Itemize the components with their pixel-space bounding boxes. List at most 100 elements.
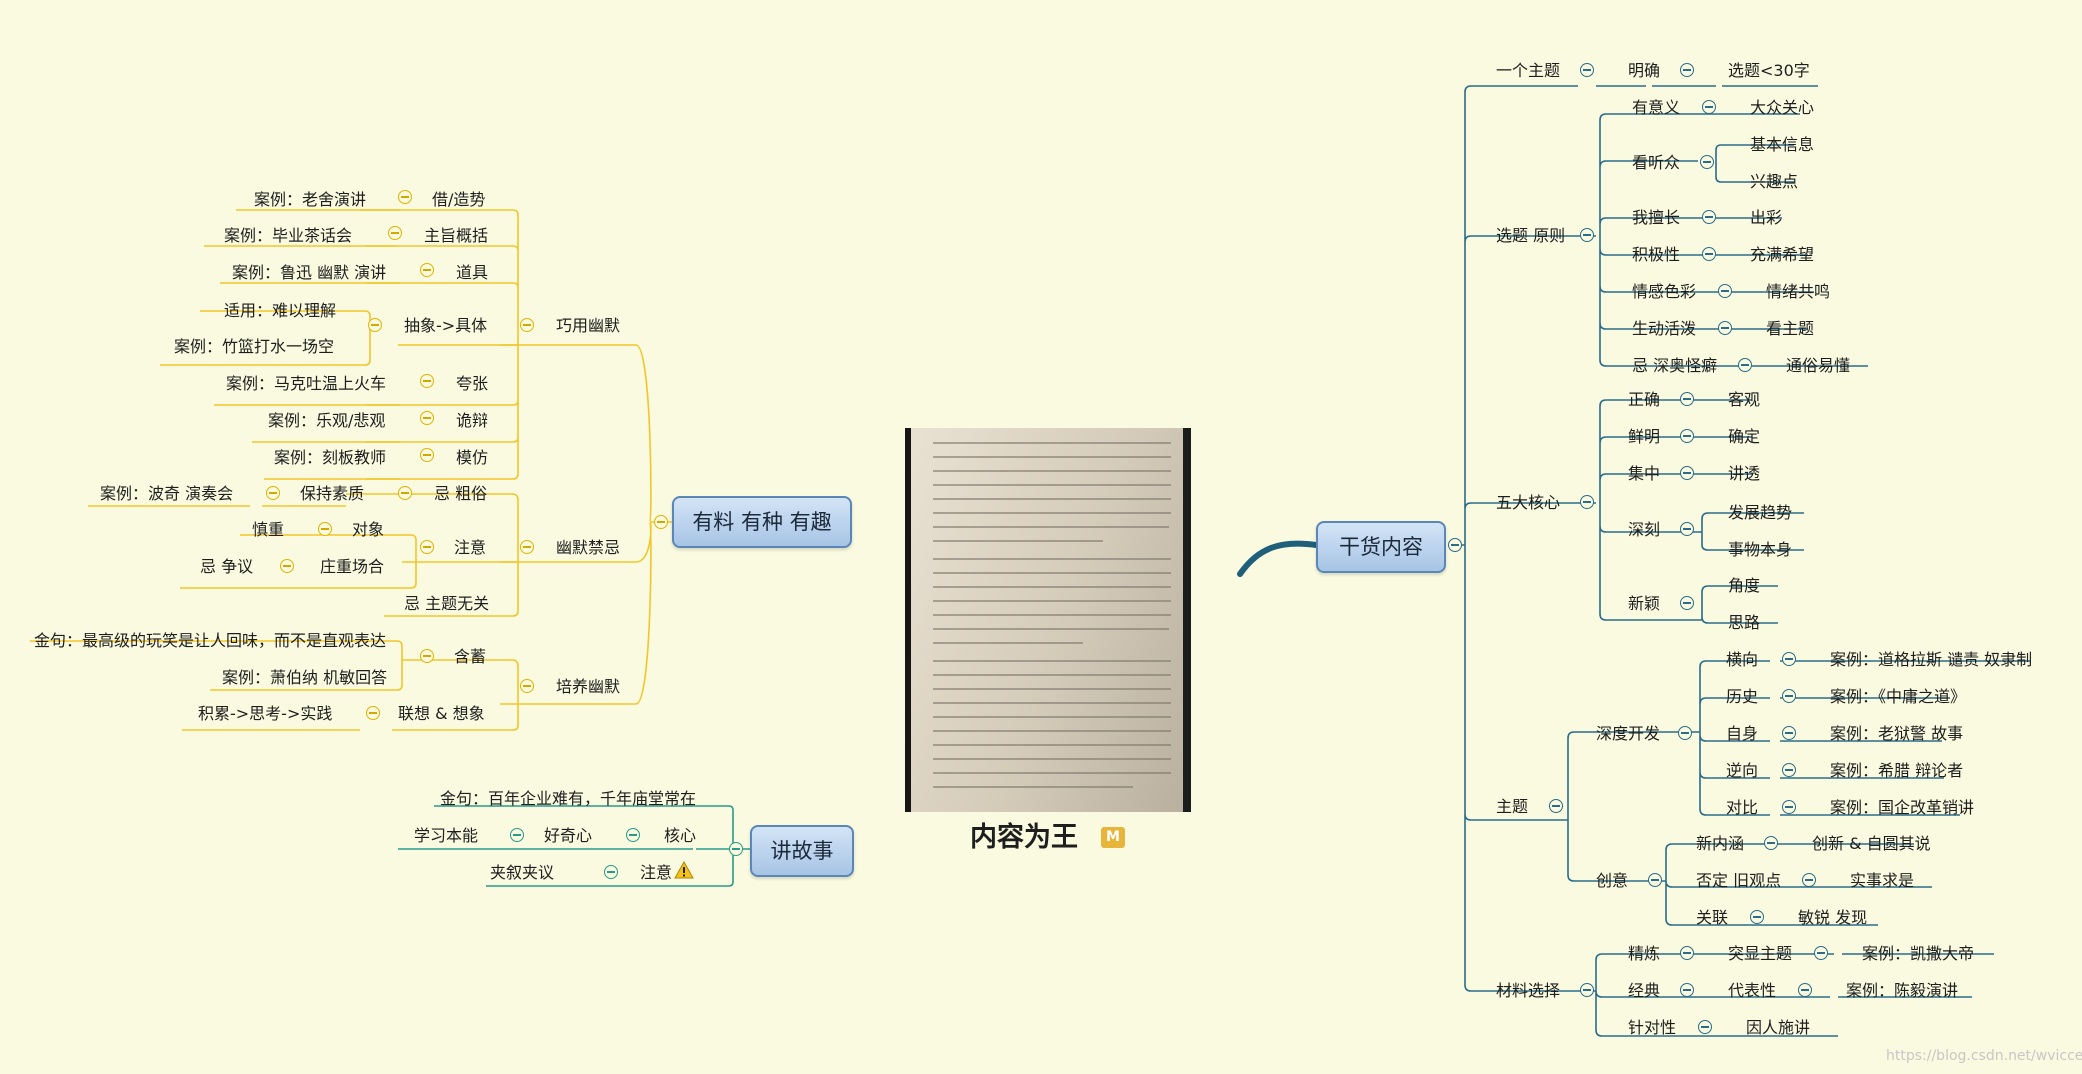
- node-xin-neihan[interactable]: 新内涵: [1696, 834, 1744, 854]
- node-duixiang[interactable]: 对象: [352, 520, 384, 540]
- branch-peiyang-youmo[interactable]: 培养幽默: [556, 677, 620, 697]
- node-example-biye[interactable]: 案例：毕业茶话会: [224, 226, 352, 246]
- node-shenzhong[interactable]: 慎重: [252, 520, 284, 540]
- node-lianxiang-xiangxiang[interactable]: 联想 & 想象: [398, 704, 485, 724]
- node-example-xiaobona[interactable]: 案例：萧伯纳 机敏回答: [222, 668, 387, 688]
- node-kan-tingzhong[interactable]: 看听众: [1632, 153, 1680, 173]
- collapse-toggle-icon[interactable]: [1782, 652, 1796, 666]
- node-tuxian-zhuti[interactable]: 突显主题: [1728, 944, 1792, 964]
- node-jie-zaoshi[interactable]: 借/造势: [432, 190, 485, 210]
- node-example-zhongyong[interactable]: 案例：《中庸之道》: [1830, 687, 1966, 707]
- node-example-guoqi[interactable]: 案例：国企改革销讲: [1830, 798, 1974, 818]
- collapse-toggle-icon[interactable]: [420, 649, 434, 663]
- collapse-toggle-icon[interactable]: [1782, 689, 1796, 703]
- node-qingxu-gongming[interactable]: 情绪共鸣: [1766, 282, 1830, 302]
- node-jinju-wanxiao[interactable]: 金句：最高级的玩笑是让人回味，而不是直观表达: [34, 631, 386, 651]
- node-jiaodu[interactable]: 角度: [1728, 576, 1760, 596]
- node-tongsu-yidong[interactable]: 通俗易懂: [1786, 356, 1850, 376]
- collapse-toggle-icon[interactable]: [368, 318, 382, 332]
- node-wuda-hexin[interactable]: 五大核心: [1496, 493, 1560, 513]
- collapse-toggle-icon[interactable]: [420, 374, 434, 388]
- node-guibian[interactable]: 诡辩: [456, 411, 488, 431]
- node-xingqudian[interactable]: 兴趣点: [1750, 172, 1798, 192]
- collapse-toggle-icon[interactable]: [1678, 726, 1692, 740]
- node-shengdong-huopo[interactable]: 生动活泼: [1632, 319, 1696, 339]
- node-jiangtou[interactable]: 讲透: [1728, 464, 1760, 484]
- node-ji-cusu[interactable]: 忌 粗俗: [434, 484, 487, 504]
- node-chuangxin-ziyuan[interactable]: 创新 & 自圆其说: [1812, 834, 1931, 854]
- node-zhuyi-story[interactable]: 注意: [640, 863, 672, 883]
- node-example-makewen[interactable]: 案例：马克吐温上火车: [226, 374, 386, 394]
- node-guanlian[interactable]: 关联: [1696, 908, 1728, 928]
- collapse-toggle-icon[interactable]: [520, 679, 534, 693]
- collapse-toggle-icon[interactable]: [318, 522, 332, 536]
- node-ji-zhengyi[interactable]: 忌 争议: [200, 557, 253, 577]
- collapse-toggle-icon[interactable]: [388, 226, 402, 240]
- node-jizhong[interactable]: 集中: [1628, 464, 1660, 484]
- collapse-toggle-icon[interactable]: [1750, 910, 1764, 924]
- collapse-toggle-icon[interactable]: [1782, 763, 1796, 777]
- node-example-leguan[interactable]: 案例：乐观/悲观: [268, 411, 385, 431]
- node-haoqixin[interactable]: 好奇心: [544, 826, 592, 846]
- collapse-toggle-icon[interactable]: [1680, 983, 1694, 997]
- node-example-luxun[interactable]: 案例：鲁迅 幽默 演讲: [232, 263, 386, 283]
- node-daibiaoxing[interactable]: 代表性: [1728, 981, 1776, 1001]
- node-jingdian[interactable]: 经典: [1628, 981, 1660, 1001]
- collapse-toggle-icon[interactable]: [1680, 522, 1694, 536]
- node-chuangyi[interactable]: 创意: [1596, 871, 1628, 891]
- collapse-toggle-icon[interactable]: [1580, 495, 1594, 509]
- node-jiaxu-jiayi[interactable]: 夹叙夹议: [490, 863, 554, 883]
- node-example-laoyujing[interactable]: 案例：老狱警 故事: [1830, 724, 1963, 744]
- node-fouding-jiuguandian[interactable]: 否定 旧观点: [1696, 871, 1781, 891]
- node-zhenduixing[interactable]: 针对性: [1628, 1018, 1676, 1038]
- node-baochi-suzhi[interactable]: 保持素质: [300, 484, 364, 504]
- node-dazhong-guanxin[interactable]: 大众关心: [1750, 98, 1814, 118]
- node-queding[interactable]: 确定: [1728, 427, 1760, 447]
- collapse-toggle-icon[interactable]: [1680, 466, 1694, 480]
- node-example-kaisa[interactable]: 案例：凯撒大帝: [1862, 944, 1974, 964]
- collapse-toggle-icon[interactable]: [520, 540, 534, 554]
- collapse-toggle-icon[interactable]: [1680, 429, 1694, 443]
- collapse-toggle-icon[interactable]: [1698, 1020, 1712, 1034]
- node-jinglian[interactable]: 精炼: [1628, 944, 1660, 964]
- node-example-boqi[interactable]: 案例：波奇 演奏会: [100, 484, 233, 504]
- node-jiben-xinxi[interactable]: 基本信息: [1750, 135, 1814, 155]
- node-zhuyi[interactable]: 注意: [454, 538, 486, 558]
- collapse-toggle-icon[interactable]: [1580, 63, 1594, 77]
- node-qinggan-secai[interactable]: 情感色彩: [1632, 282, 1696, 302]
- node-xianming[interactable]: 鲜明: [1628, 427, 1660, 447]
- node-chongman-xiwang[interactable]: 充满希望: [1750, 245, 1814, 265]
- node-ji-zhutiwuguan[interactable]: 忌 主题无关: [404, 594, 489, 614]
- collapse-toggle-icon[interactable]: [1718, 321, 1732, 335]
- node-wo-shanchang[interactable]: 我擅长: [1632, 208, 1680, 228]
- node-jinju-bainian[interactable]: 金句：百年企业难有，千年庙堂常在: [440, 789, 696, 809]
- collapse-toggle-icon[interactable]: [1680, 392, 1694, 406]
- node-zhuzhi-gaikuo[interactable]: 主旨概括: [424, 226, 488, 246]
- node-xuanti-yuanze[interactable]: 选题 原则: [1496, 226, 1565, 246]
- node-daoju[interactable]: 道具: [456, 263, 488, 283]
- collapse-toggle-icon[interactable]: [520, 318, 534, 332]
- collapse-toggle-icon[interactable]: [1648, 873, 1662, 887]
- node-silu[interactable]: 思路: [1728, 613, 1760, 633]
- node-example-zhulan[interactable]: 案例：竹篮打水一场空: [174, 337, 334, 357]
- collapse-toggle-icon[interactable]: [280, 559, 294, 573]
- collapse-toggle-icon[interactable]: [420, 540, 434, 554]
- node-jijixing[interactable]: 积极性: [1632, 245, 1680, 265]
- collapse-toggle-icon[interactable]: [1580, 228, 1594, 242]
- collapse-toggle-icon[interactable]: [1580, 983, 1594, 997]
- collapse-toggle-icon[interactable]: [626, 828, 640, 842]
- branch-youmo-jinji[interactable]: 幽默禁忌: [556, 538, 620, 558]
- topic-content[interactable]: 干货内容: [1316, 521, 1446, 573]
- node-jilei-sikao[interactable]: 积累->思考->实践: [198, 704, 332, 724]
- node-example-chenyi[interactable]: 案例：陈毅演讲: [1846, 981, 1958, 1001]
- node-nixiang[interactable]: 逆向: [1726, 761, 1758, 781]
- node-fazhan-qushi[interactable]: 发展趋势: [1728, 503, 1792, 523]
- node-xuexi-benneng[interactable]: 学习本能: [414, 826, 478, 846]
- collapse-toggle-icon[interactable]: [1798, 983, 1812, 997]
- collapse-toggle-icon[interactable]: [1549, 799, 1563, 813]
- node-example-douglas[interactable]: 案例：道格拉斯 谴责 奴隶制: [1830, 650, 2032, 670]
- collapse-toggle-icon[interactable]: [1702, 247, 1716, 261]
- branch-qiaoyong-youmo[interactable]: 巧用幽默: [556, 316, 620, 336]
- collapse-toggle-icon[interactable]: [1802, 873, 1816, 887]
- collapse-toggle-icon[interactable]: [1782, 800, 1796, 814]
